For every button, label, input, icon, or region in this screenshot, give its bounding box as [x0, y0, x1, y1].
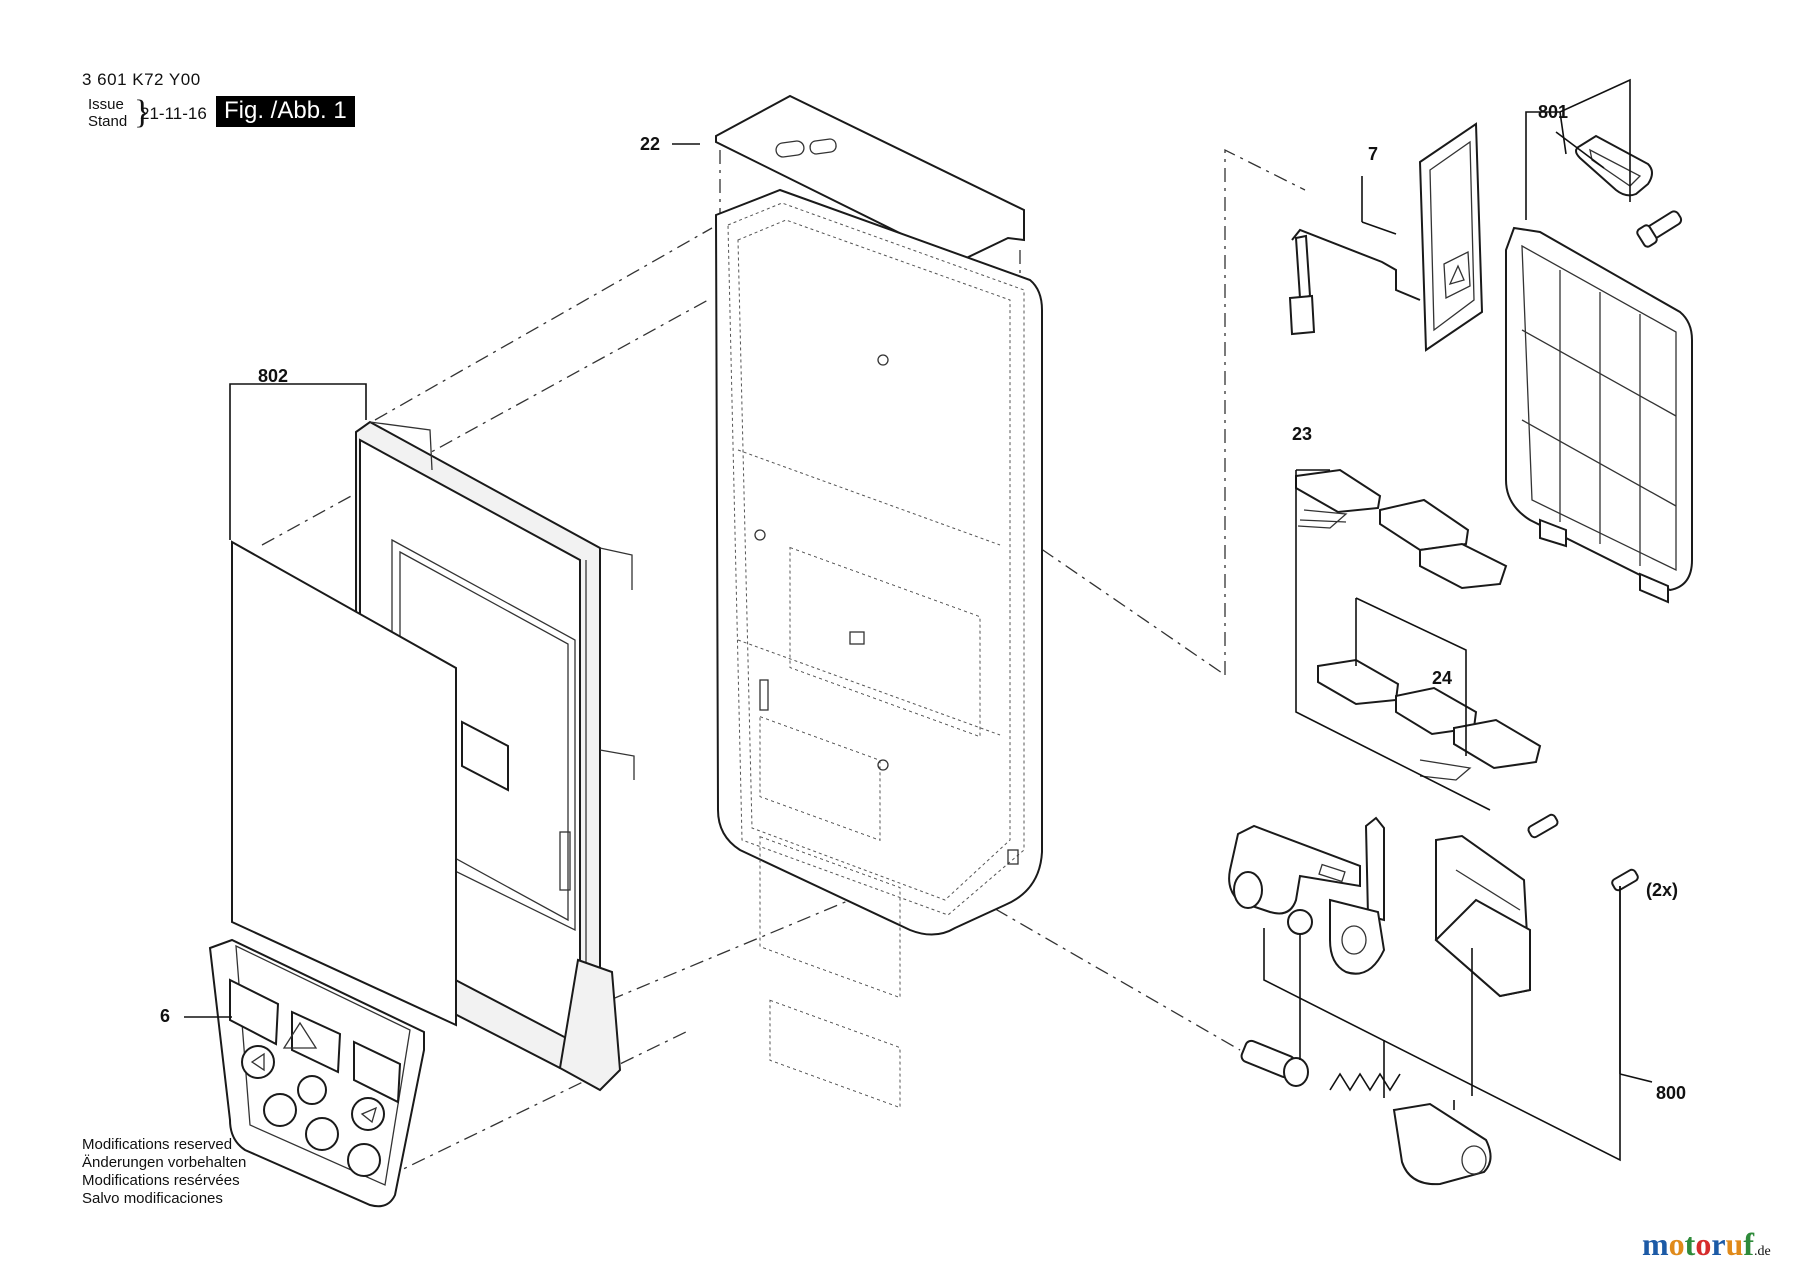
modification-notes: Modifications reserved Änderungen vorbeh…: [82, 1136, 246, 1208]
note-fr: Modifications resérvées: [82, 1172, 240, 1189]
part-6-keypad: [208, 938, 425, 1208]
note-en: Modifications reserved: [82, 1136, 233, 1153]
callout-801: 801: [1538, 102, 1569, 122]
callout-800: 800: [1656, 1083, 1687, 1103]
part-800-mechanism: [1228, 813, 1639, 1186]
note-es: Salvo modificaciones: [82, 1190, 223, 1207]
callout-7: 7: [1368, 144, 1379, 164]
part-23-contacts: [1295, 468, 1508, 590]
figure-label: Fig. /Abb. 1: [216, 96, 355, 127]
part-number: 3 601 K72 Y00: [82, 70, 201, 89]
callout-22: 22: [640, 134, 661, 154]
brand-suffix: .de: [1753, 1244, 1771, 1259]
part-7-flex-cable: [1288, 122, 1484, 352]
part-24-contacts: [1317, 658, 1542, 781]
part-801-battery-cover: [1505, 134, 1693, 604]
callout-802: 802: [258, 366, 289, 386]
drawing-header: 3 601 K72 Y00 Issue Stand } 21-11-16 Fig…: [82, 70, 382, 140]
callout-24: 24: [1432, 668, 1453, 688]
issue-label: Issue: [88, 96, 124, 113]
issue-stand-label: Issue Stand: [88, 96, 127, 130]
issue-date: 21-11-16: [140, 104, 207, 123]
part-802-lens: [231, 540, 457, 1027]
main-housing: [714, 188, 1043, 1109]
callout-2x: (2x): [1646, 880, 1679, 900]
brace-glyph: }: [134, 94, 151, 131]
note-de: Änderungen vorbehalten: [82, 1154, 247, 1171]
stand-label: Stand: [88, 113, 128, 130]
part-22-top-plate: [715, 94, 1025, 264]
brand-name: motoruf: [1642, 1226, 1754, 1262]
brand-logo[interactable]: motoruf.de: [1642, 1226, 1771, 1263]
leader-lines: [184, 78, 1653, 1162]
callout-6: 6: [160, 1006, 171, 1026]
callout-23: 23: [1292, 424, 1313, 444]
